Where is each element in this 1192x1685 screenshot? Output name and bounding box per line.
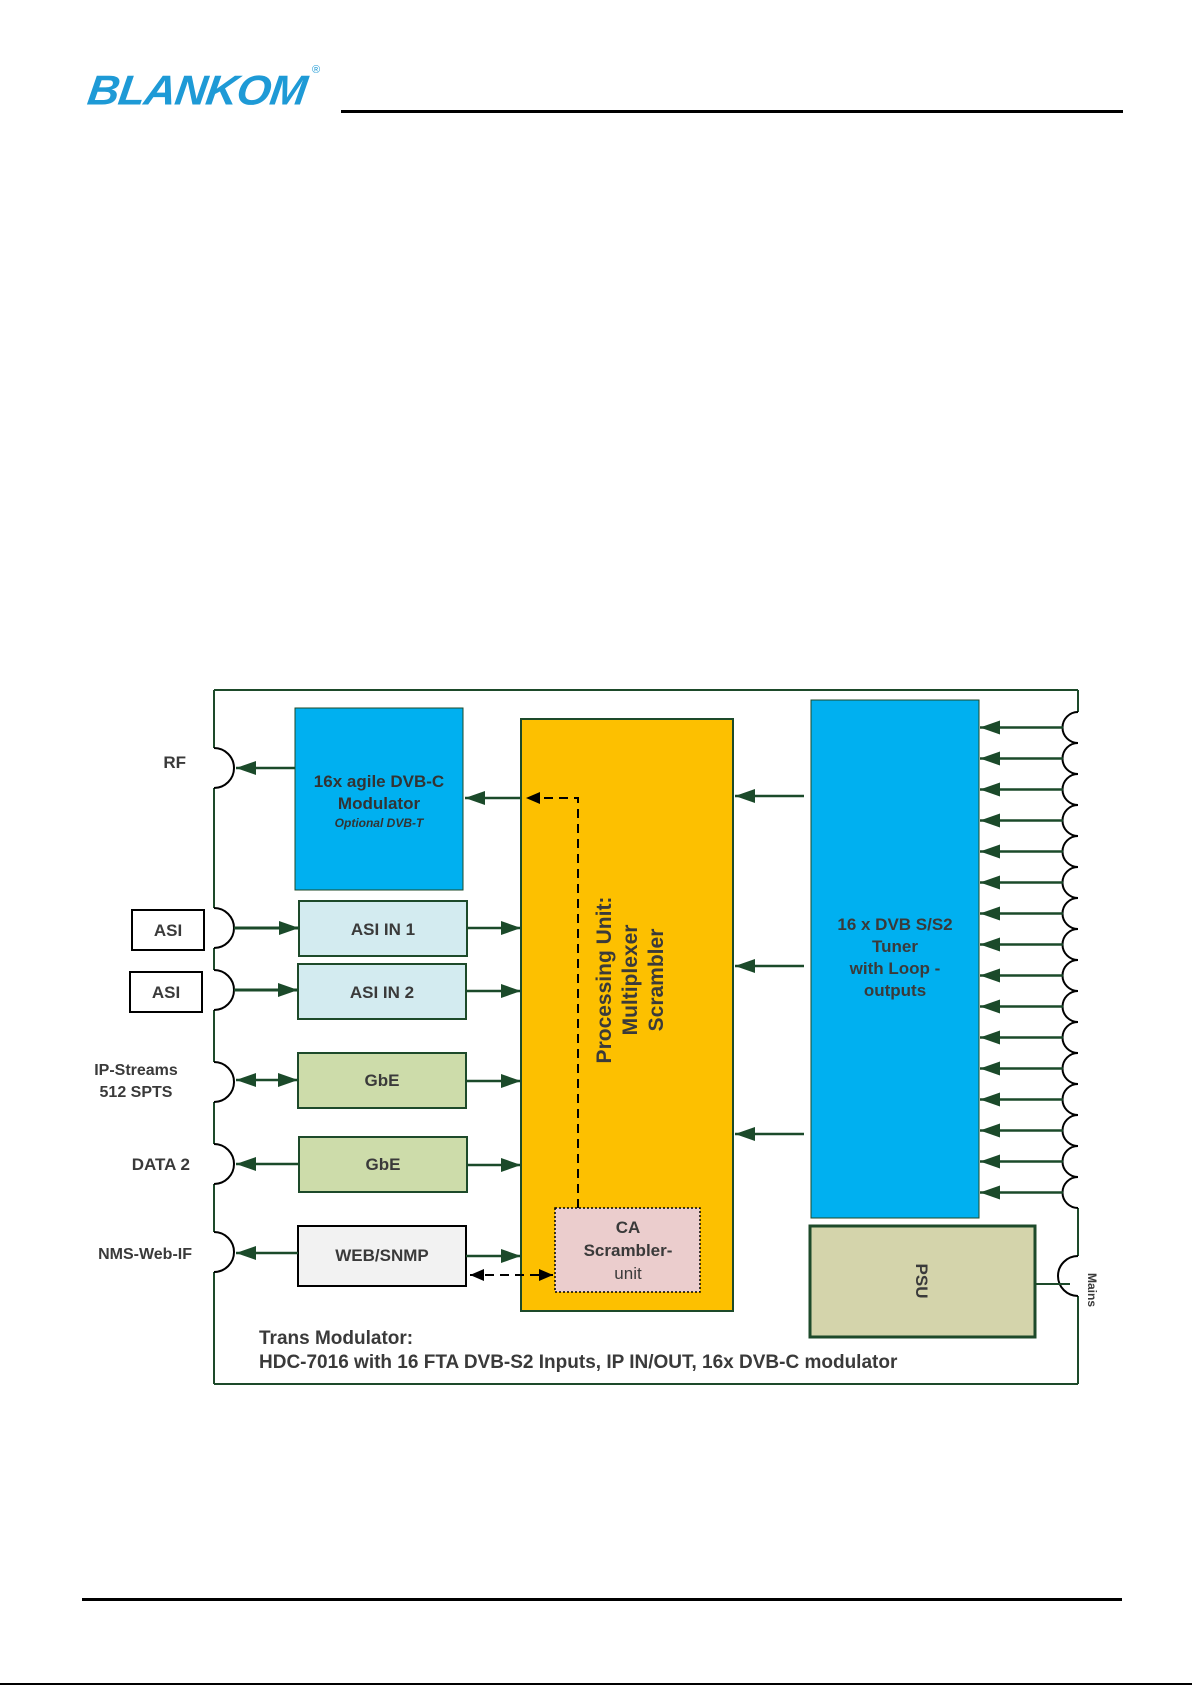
port-label-nms: NMS-Web-IF [98, 1246, 192, 1263]
tuner-input-connector-icon [1061, 711, 1079, 1209]
tuner-connectors [1061, 711, 1079, 1209]
ip-connector-icon [213, 1061, 235, 1103]
mains-connector-icon [1057, 1255, 1079, 1297]
port-label-data2: DATA 2 [132, 1155, 190, 1174]
modulator-block [294, 707, 464, 891]
asi-in-1-label: ASI IN 1 [351, 920, 415, 939]
mains-label: Mains [1085, 1273, 1099, 1307]
page-bottom-edge [0, 1683, 1192, 1685]
data2-connector-icon [213, 1143, 235, 1185]
asi1-connector-icon [213, 907, 235, 949]
psu-block [808, 1224, 1037, 1339]
caption-title: Trans Modulator: [259, 1328, 413, 1349]
tuner-block [810, 699, 980, 1219]
tuner-line-2: Tuner [872, 937, 918, 956]
asi2-connector-icon [213, 969, 235, 1011]
processing-unit-text: Processing Unit: Multiplexer Scrambler [593, 897, 668, 1064]
processing-line-1: Processing Unit: [593, 897, 616, 1064]
processing-line-3: Scrambler [645, 929, 668, 1032]
asi-in-2-label: ASI IN 2 [350, 983, 414, 1002]
device-frame [213, 689, 1079, 1385]
modulator-subtitle: Modulator [338, 794, 421, 813]
nms-connector-icon [213, 1231, 235, 1273]
port-label-rf: RF [163, 753, 186, 772]
tuner-line-1: 16 x DVB S/S2 [837, 915, 952, 934]
tuner-line-4: outputs [864, 981, 926, 1000]
dashed-ca-to-modulator [526, 792, 579, 1208]
web-snmp-block [297, 1225, 467, 1287]
ca-line-1: CA [616, 1218, 641, 1237]
signal-arrows [234, 761, 804, 1263]
modulator-option: Optional DVB-T [335, 816, 425, 830]
gbe-1-label: GbE [365, 1071, 400, 1090]
ca-scrambler-block [554, 1207, 701, 1293]
header-rule [341, 110, 1123, 113]
registered-mark: ® [312, 64, 321, 76]
footer-rule [82, 1598, 1122, 1601]
asi1-source-box [131, 909, 205, 951]
gbe-1-block [297, 1052, 467, 1109]
tuner-input-arrows [980, 720, 1063, 1200]
asi2-source-box [129, 971, 203, 1013]
left-connectors [213, 747, 235, 1273]
gbe-2-label: GbE [366, 1155, 401, 1174]
port-label-ip-streams: IP-Streams [94, 1062, 178, 1079]
ca-line-3: unit [614, 1264, 642, 1283]
port-label-ip-spts: 512 SPTS [100, 1084, 173, 1101]
control-lines [470, 792, 579, 1281]
rf-connector-icon [213, 747, 235, 789]
modulator-title: 16x agile DVB-C [314, 772, 444, 791]
ca-line-2: Scrambler- [584, 1241, 673, 1260]
port-label-asi1: ASI [154, 921, 182, 940]
port-label-asi2: ASI [152, 983, 180, 1002]
tuner-line-3: with Loop - [849, 959, 941, 978]
caption-description: HDC-7016 with 16 FTA DVB-S2 Inputs, IP I… [259, 1352, 898, 1373]
web-snmp-label: WEB/SNMP [335, 1246, 429, 1265]
psu-label: PSU [912, 1264, 931, 1299]
processing-line-2: Multiplexer [619, 925, 642, 1036]
